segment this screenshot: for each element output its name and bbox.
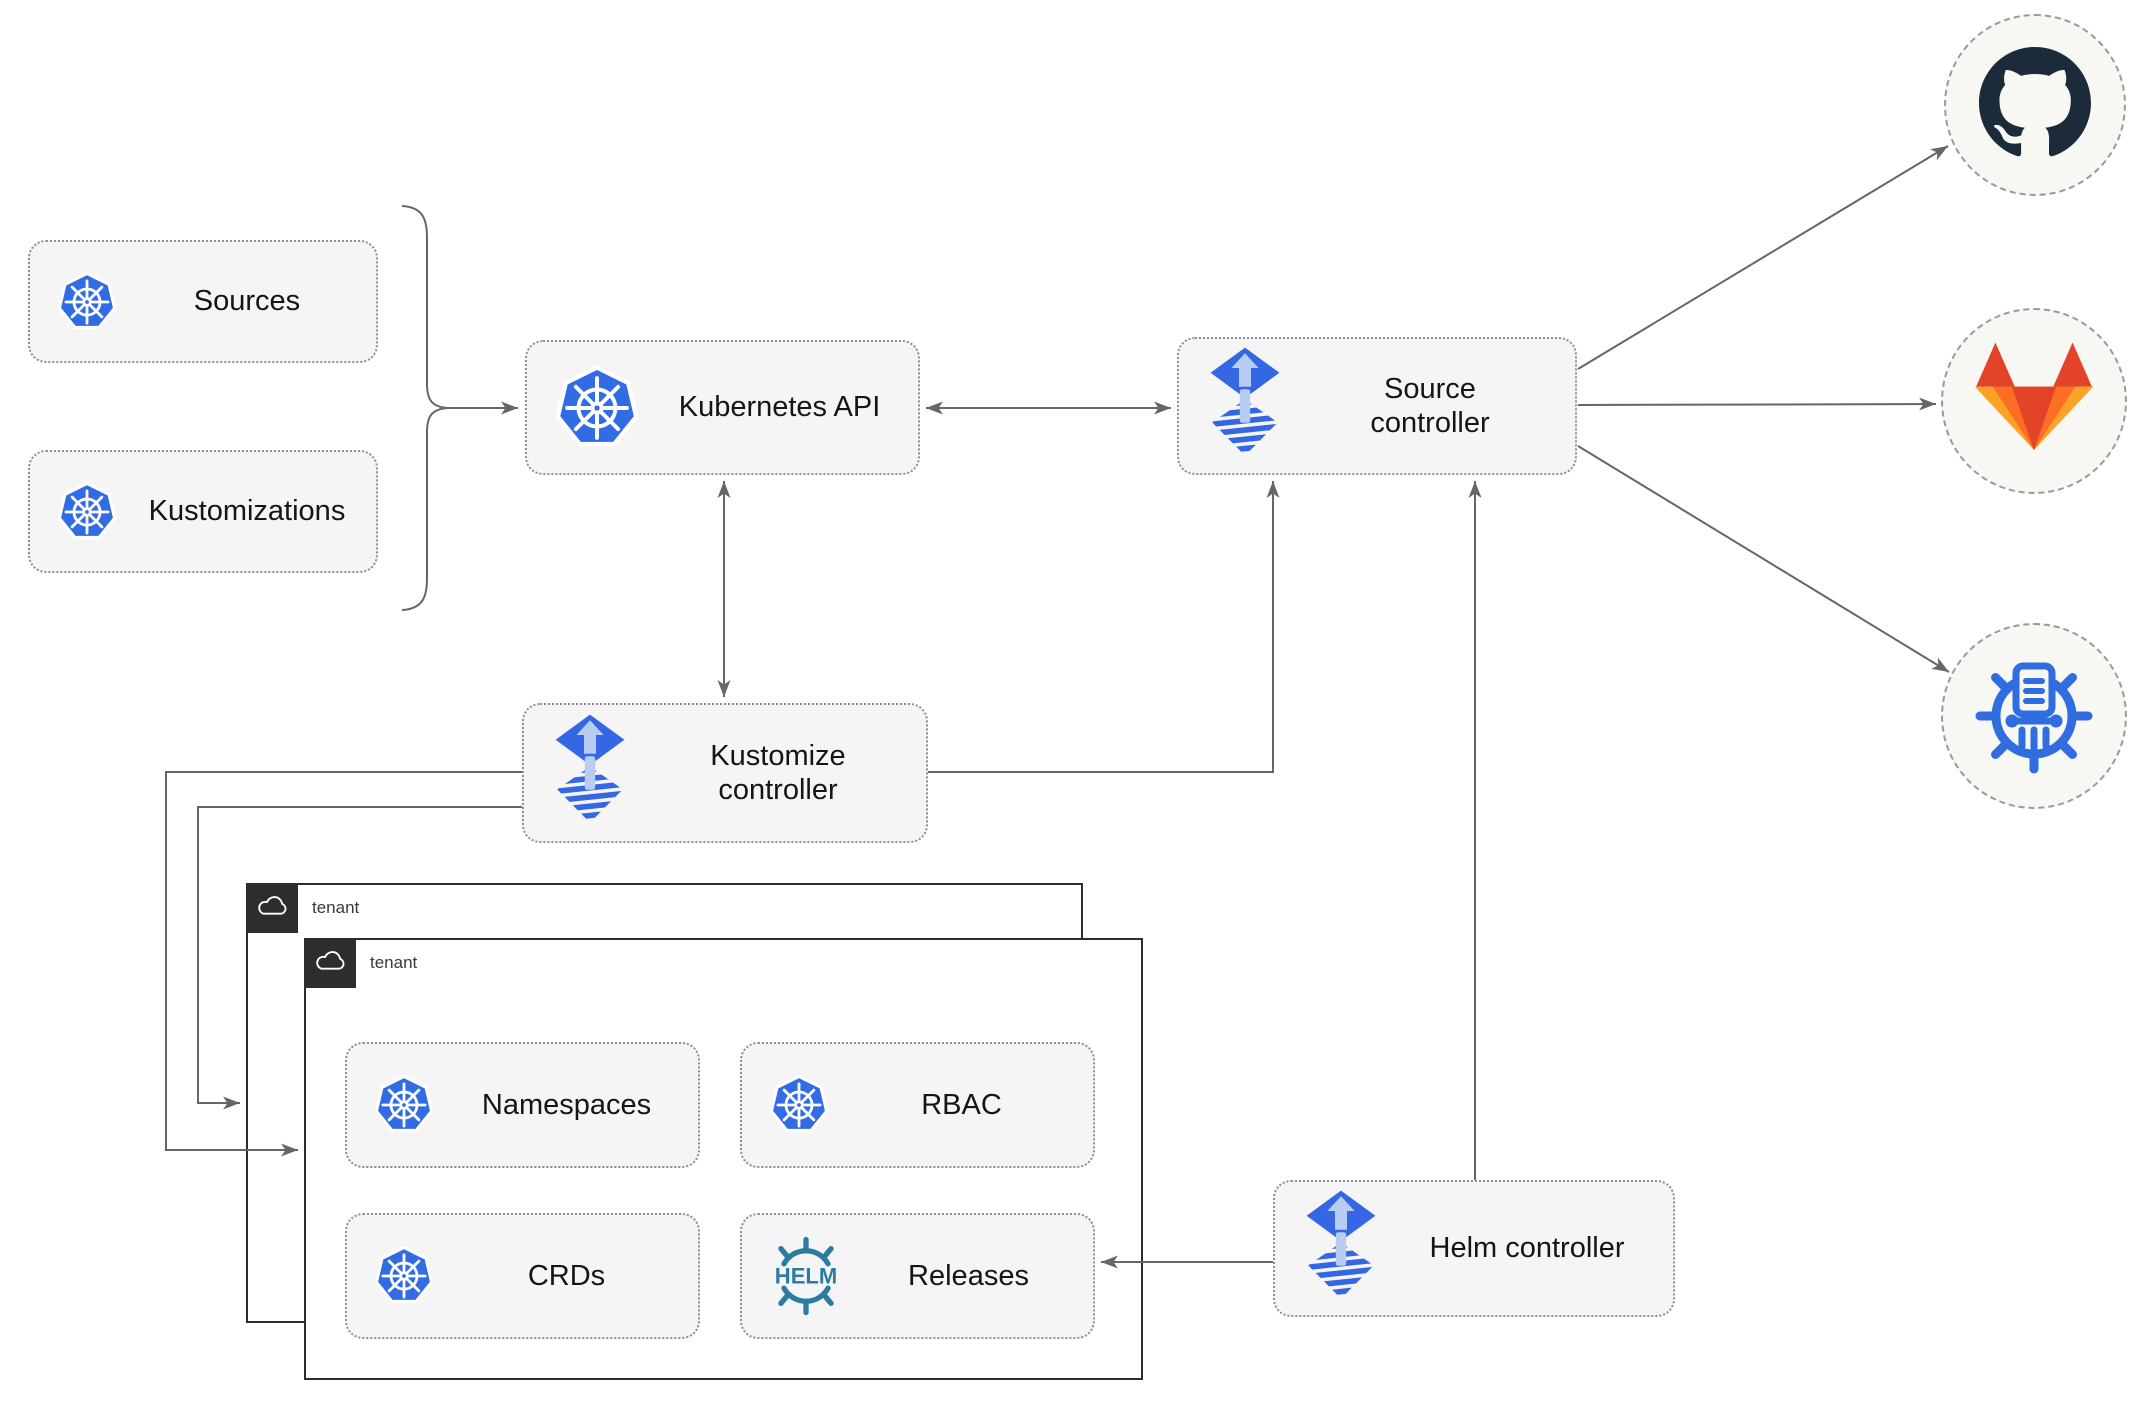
node-label: Releases (908, 1259, 1029, 1292)
flux-icon (1205, 346, 1285, 466)
kubernetes-icon (373, 1074, 435, 1136)
node-label: Namespaces (481, 1088, 652, 1121)
flux-icon (1301, 1189, 1381, 1309)
kubernetes-icon (56, 481, 118, 543)
node-kustomizations: Kustomizations (28, 450, 378, 573)
node-label: Source controller (1370, 372, 1490, 439)
kubernetes-icon (553, 364, 641, 452)
node-kustomize-controller: Kustomize controller (522, 703, 928, 843)
node-label: CRDs (527, 1259, 606, 1292)
gitlab-icon (1965, 337, 2103, 466)
edge-source-controller-to-github (1577, 145, 1949, 370)
kubernetes-icon (373, 1245, 435, 1307)
node-crds: CRDs (345, 1213, 700, 1339)
node-releases: HELM Releases (740, 1213, 1095, 1339)
node-label: Sources (193, 285, 301, 318)
chartmuseum-icon (1974, 654, 2094, 779)
external-target-gitlab (1941, 308, 2127, 494)
node-helm-controller: Helm controller (1273, 1180, 1675, 1317)
cloud-icon (255, 894, 289, 923)
node-source-controller: Source controller (1177, 337, 1577, 475)
edge-kustomize-controller-to-source-controller (928, 481, 1280, 773)
node-namespaces: Namespaces (345, 1042, 700, 1168)
flux-icon (550, 713, 630, 833)
node-sources: Sources (28, 240, 378, 363)
external-target-github (1944, 14, 2126, 196)
edge-source-controller-to-gitlab (1577, 397, 1937, 411)
node-label: RBAC (921, 1088, 1002, 1121)
external-target-chartmuseum (1941, 623, 2127, 809)
tenant-badge (304, 938, 356, 988)
tenant-label: tenant (312, 898, 360, 917)
node-label: Kustomize controller (710, 739, 846, 806)
node-label: Kubernetes API (678, 391, 881, 424)
helm-icon: HELM (768, 1233, 844, 1319)
tenant-label: tenant (370, 953, 418, 972)
node-label: Helm controller (1429, 1232, 1625, 1265)
github-icon (1979, 46, 2091, 164)
tenant-badge (246, 883, 298, 933)
node-rbac: RBAC (740, 1042, 1095, 1168)
edge-source-controller-to-chartmuseum (1577, 445, 1950, 673)
kubernetes-icon (56, 271, 118, 333)
node-kubernetes-api: Kubernetes API (525, 340, 920, 475)
helm-wordmark: HELM (775, 1264, 837, 1289)
group-bracket (401, 205, 449, 611)
node-label: Kustomizations (148, 495, 346, 528)
kubernetes-icon (768, 1074, 830, 1136)
cloud-icon (313, 949, 347, 978)
